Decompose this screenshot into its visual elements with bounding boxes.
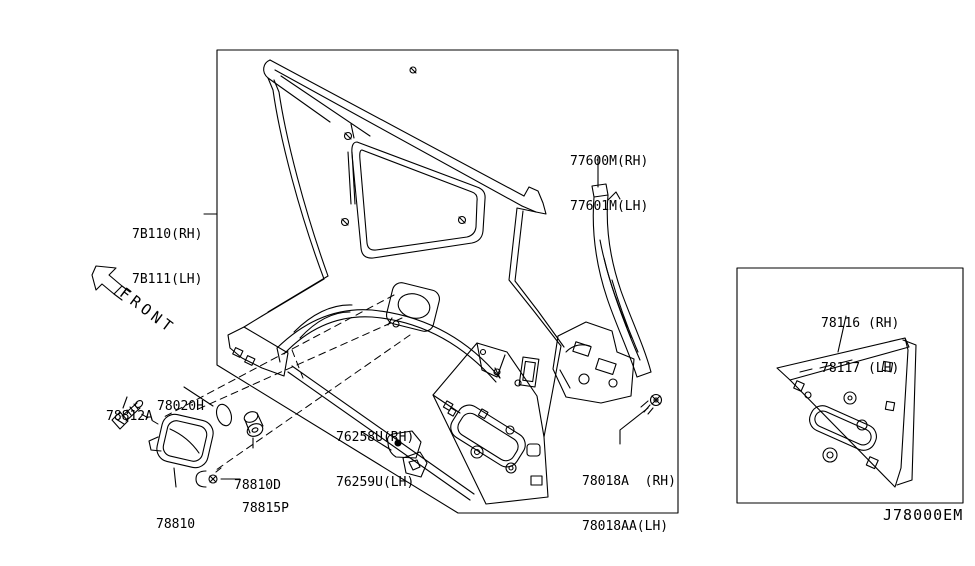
lid-bumper-drawing (243, 411, 264, 437)
inset-box (736, 267, 964, 504)
corner-bracket-drawing (552, 321, 635, 404)
label-retainer-rh: 77600M(RH) (570, 154, 649, 169)
label-protector-rh: 76258U(RH) (336, 430, 415, 445)
corner-inner-panel-drawing (776, 337, 917, 488)
fuel-lid-drawing (148, 413, 214, 469)
label-protector: 76258U(RH) 76259U(LH) (336, 400, 414, 520)
grommet-drawing (215, 403, 233, 427)
label-lid-clip: 78815P (242, 471, 289, 546)
retainer-pillar-drawing (591, 183, 652, 378)
label-rear-fender: 7B110(RH) 7B111(LH) (132, 197, 202, 317)
main-enclosure-box (216, 49, 679, 514)
leader-lines (122, 156, 847, 488)
label-retainer-lh: 77601M(LH) (570, 199, 649, 214)
label-lid-bumper-text: 78810D (234, 478, 281, 493)
label-bracket-screw-rh: 78018A (RH) (582, 474, 676, 489)
label-corner-inner-rh: 78116 (RH) (821, 316, 900, 331)
label-grommet: 78020H (157, 369, 204, 444)
label-corner-inner: 78116 (RH) 78117 (LH) (821, 286, 899, 406)
label-bracket-screw: 78018A (RH) 78018AA(LH) (582, 444, 676, 564)
label-lid-screw: 78812A (106, 379, 153, 454)
label-lid-bumper: 78810D (234, 448, 281, 523)
label-filler-lid-text: 78810 (156, 517, 196, 532)
label-corner-inner-lh: 78117 (LH) (821, 361, 900, 376)
label-rear-fender-rh: 7B110(RH) (132, 227, 203, 242)
label-grommet-text: 78020H (157, 399, 204, 414)
label-protector-lh: 76259U(LH) (336, 475, 415, 490)
label-lid-screw-text: 78812A (106, 409, 153, 424)
front-arrow (91, 265, 131, 301)
diagram-code: J78000EM (883, 506, 964, 524)
lid-clip-drawing (195, 467, 222, 488)
lid-screw-drawing (111, 400, 144, 430)
label-retainer: 77600M(RH) 77601M(LH) (570, 124, 648, 244)
label-filler-lid: 78810 (156, 487, 195, 562)
label-bracket-screw-lh: 78018AA(LH) (582, 519, 669, 534)
rear-fender-panel-drawing (227, 59, 565, 505)
label-lid-clip-text: 78815P (242, 501, 289, 516)
label-rear-fender-lh: 7B111(LH) (132, 272, 203, 287)
